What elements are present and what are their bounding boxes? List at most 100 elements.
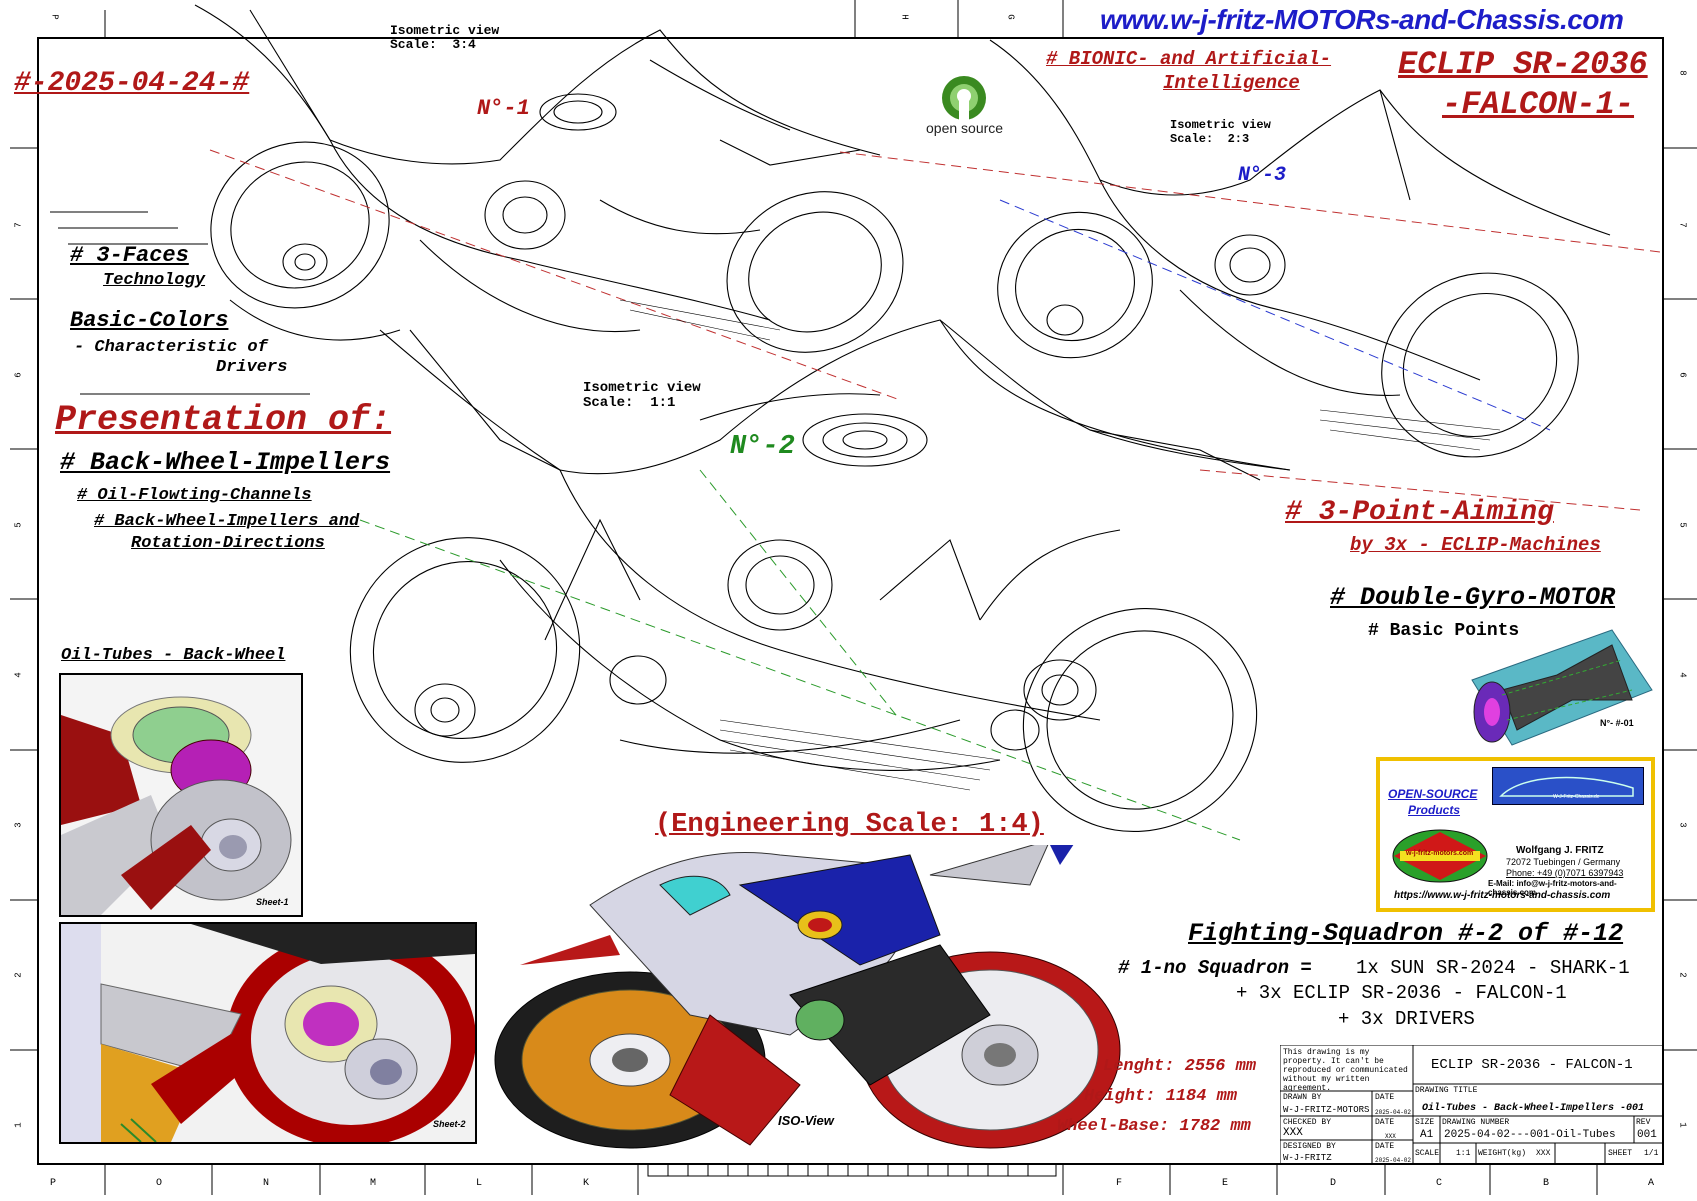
main-drawing-title: ECLIP SR-2036 - FALCON-1 [1431,1057,1633,1073]
drawing-number-label: DRAWING NUMBER [1442,1118,1510,1127]
impellers-heading: # Back-Wheel-Impellers [60,448,391,477]
view2-number: N°-2 [730,432,795,462]
gyro-subtitle: # Basic Points [1368,621,1520,641]
colors-subtitle-2: Drivers [216,358,288,377]
drawn-date-label: DATE [1375,1093,1395,1102]
gyro-caption: N°- #-01 [1600,718,1634,728]
squadron-line1-value: 1x SUN SR-2024 - SHARK-1 [1356,957,1630,979]
contact-city: 72072 Tuebingen / Germany [1506,857,1621,867]
date-stamp: #-2025-04-24-# [14,68,250,99]
zone-bottom-k: K [583,1178,590,1189]
squadron-line3: + 3x DRIVERS [1338,1008,1475,1030]
drawing-title-label: DRAWING TITLE [1415,1086,1478,1095]
sheet2-render: Sheet-2 [59,922,477,1144]
bionic-line1: # BIONIC- and Artificial- [1046,48,1332,70]
motorcycle-view-1 [194,4,904,353]
zone-bottom-l: L [476,1178,483,1189]
gyro-heading: # Double-Gyro-MOTOR [1330,583,1616,612]
iso-view-render: ISO-View [490,835,1140,1155]
open-source-products-line1: OPEN-SOURCE [1388,787,1478,801]
size-value: A1 [1420,1129,1434,1141]
gyro-render: N°- #-01 [1462,620,1662,755]
dimension-length: Lenght: 2556 mm [1103,1057,1257,1076]
drawing-title-value: Oil-Tubes - Back-Wheel-Impellers -001 [1422,1103,1645,1114]
iso-view-label: ISO-View [778,1113,834,1128]
zone-bottom-c: C [1436,1178,1443,1189]
rev-label: REV [1636,1118,1651,1127]
property-note: This drawing is my property. It can't be… [1283,1048,1408,1093]
motorcycle-view-2 [349,319,1291,833]
drawn-date: 2025-04-02 [1375,1109,1412,1116]
drawn-by-label: DRAWN BY [1283,1093,1322,1102]
view2-scale: Scale: 1:1 [583,395,676,411]
oil-channels: # Oil-Flowting-Channels [77,486,312,505]
checked-by-value: XXX [1283,1127,1303,1139]
company-logo: w-j-fritz-motors.com [1392,829,1488,883]
faces-title: # 3-Faces [70,243,189,268]
zone-bottom-p: P [50,1178,57,1189]
dimension-wheelbase: Wheel-Base: 1782 mm [1057,1117,1251,1136]
faces-title-text: # 3-Faces [70,243,189,268]
drawn-by-value: W-J-FRITZ-MOTORS [1283,1105,1370,1115]
motorcycle-view-3 [989,39,1611,458]
view1-scale: Scale: 3:4 [390,37,476,52]
view2-label: Isometric view [583,380,701,396]
presentation-heading: Presentation of: [55,400,392,440]
squadron-line1-label: # 1-no Squadron = [1118,957,1312,979]
designed-by-value: W-J-FRITZ [1283,1153,1332,1163]
title-block: This drawing is my property. It can't be… [1279,1044,1664,1165]
rotation-line1: # Back-Wheel-Impellers and [94,512,360,531]
view3-label: Isometric view [1170,118,1271,132]
model-title-line2: -FALCON-1- [1442,86,1635,123]
dimension-height: Height: 1184 mm [1084,1087,1238,1106]
colors-subtitle-1: - Characteristic of [74,338,268,357]
drawing-number: 2025-04-02---001-Oil-Tubes [1444,1129,1616,1141]
aiming-subtitle: by 3x - ECLIP-Machines [1350,534,1601,556]
designed-date: 2025-04-02 [1375,1157,1412,1164]
sheet2-label: Sheet-2 [433,1119,466,1129]
colors-title: Basic-Colors [70,308,229,333]
squadron-title: Fighting-Squadron #-2 of #-12 [1188,919,1624,948]
view1-number: N°-1 [477,96,530,121]
weight-value: XXX [1536,1149,1551,1158]
designed-by-label: DESIGNED BY [1283,1142,1336,1151]
sheet-value: 1/1 [1644,1149,1659,1158]
contact-url[interactable]: https://www.w-j-fritz-motors-and-chassis… [1394,890,1611,901]
checked-date: XXX [1385,1133,1396,1140]
open-source-products-line2: Products [1408,803,1461,817]
chassis-banner: W-J-Fritz-Chassis.de [1492,767,1644,805]
checked-by-label: CHECKED BY [1283,1118,1332,1127]
view3-number: N°-3 [1238,164,1287,187]
zone-bottom-o: O [156,1178,163,1189]
open-source-logo: open source [924,72,1004,140]
rotation-line2: Rotation-Directions [131,534,325,553]
company-logo-text: w-j-fritz-motors.com [1406,850,1474,857]
zone-bottom-d: D [1330,1178,1337,1189]
sheet1-label: Sheet-1 [256,897,289,907]
designed-date-label: DATE [1375,1142,1395,1151]
sheet1-render: Sheet-1 [59,673,303,917]
zone-bottom-b: B [1543,1178,1550,1189]
squadron-line2: + 3x ECLIP SR-2036 - FALCON-1 [1236,982,1567,1004]
open-source-logo-text: open source [926,120,1004,136]
website-url[interactable]: www.w-j-fritz-MOTORs-and-Chassis.com [1100,4,1624,35]
view3-scale: Scale: 2:3 [1170,132,1250,146]
zone-bottom-f: F [1116,1178,1123,1189]
scale-value: 1:1 [1456,1149,1471,1158]
contact-name: Wolfgang J. FRITZ [1516,845,1604,856]
model-title-line1: ECLIP SR-2036 [1398,46,1648,83]
faces-subtitle: Technology [103,271,206,290]
contact-email[interactable]: E-Mail: info@w-j-fritz-motors-and-chassi… [1488,879,1617,897]
bionic-line2: Intelligence [1163,72,1300,94]
aiming-heading: # 3-Point-Aiming [1285,497,1554,528]
contact-phone: Phone: +49 (0)7071 6397943 [1506,868,1624,878]
sheet-label: SHEET [1608,1149,1633,1158]
scale-label: SCALE [1415,1149,1440,1158]
chassis-banner-text: W-J-Fritz-Chassis.de [1553,794,1600,800]
contact-card: OPEN-SOURCE Products W-J-Fritz-Chassis.d… [1376,757,1655,912]
oil-tubes-title: Oil-Tubes - Back-Wheel [61,646,286,665]
zone-bottom-e: E [1222,1178,1229,1189]
weight-label: WEIGHT(kg) [1478,1149,1527,1158]
view1-label: Isometric view [390,23,500,38]
